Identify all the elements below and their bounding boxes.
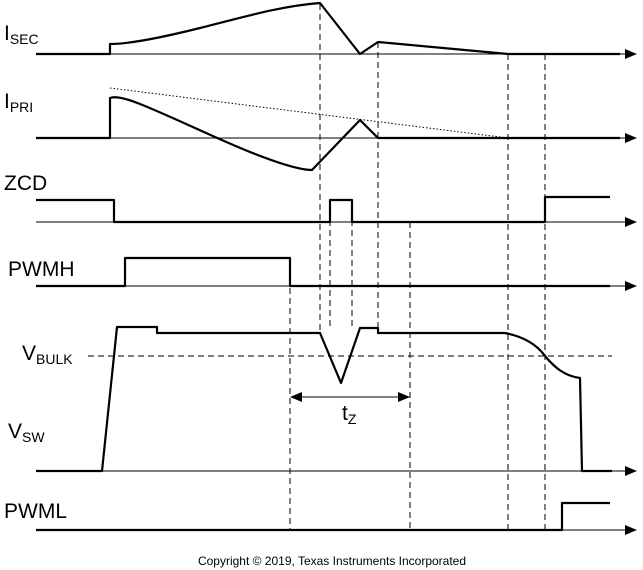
zcd-trace: ZCD <box>4 172 637 227</box>
vbulk-reference: VBULK <box>22 342 612 367</box>
pwmh-label: PWMH <box>8 258 75 281</box>
vsw-waveform <box>36 325 612 473</box>
ipri-waveform <box>36 96 620 172</box>
tz-interval: tZ <box>290 392 410 427</box>
zcd-label: ZCD <box>4 172 47 195</box>
pwmh-waveform <box>36 256 610 288</box>
isec-label: ISEC <box>4 22 39 47</box>
vsw-label: VSW <box>8 420 45 445</box>
ipri-envelope <box>109 87 509 139</box>
ipri-label: IPRI <box>4 90 33 115</box>
vsw-trace: VSW <box>8 325 637 476</box>
pwml-waveform <box>36 501 610 532</box>
zcd-waveform <box>36 195 610 224</box>
ipri-trace: IPRI <box>4 87 637 172</box>
timing-markers <box>289 4 546 530</box>
pwmh-trace: PWMH <box>8 256 637 291</box>
pwml-trace: PWML <box>4 500 637 535</box>
copyright-text: Copyright © 2019, Texas Instruments Inco… <box>198 554 466 568</box>
vbulk-label: VBULK <box>22 342 73 367</box>
tz-label: tZ <box>342 402 357 427</box>
isec-waveform <box>36 1 620 56</box>
pwml-label: PWML <box>4 500 67 523</box>
isec-trace: ISEC <box>4 1 637 59</box>
